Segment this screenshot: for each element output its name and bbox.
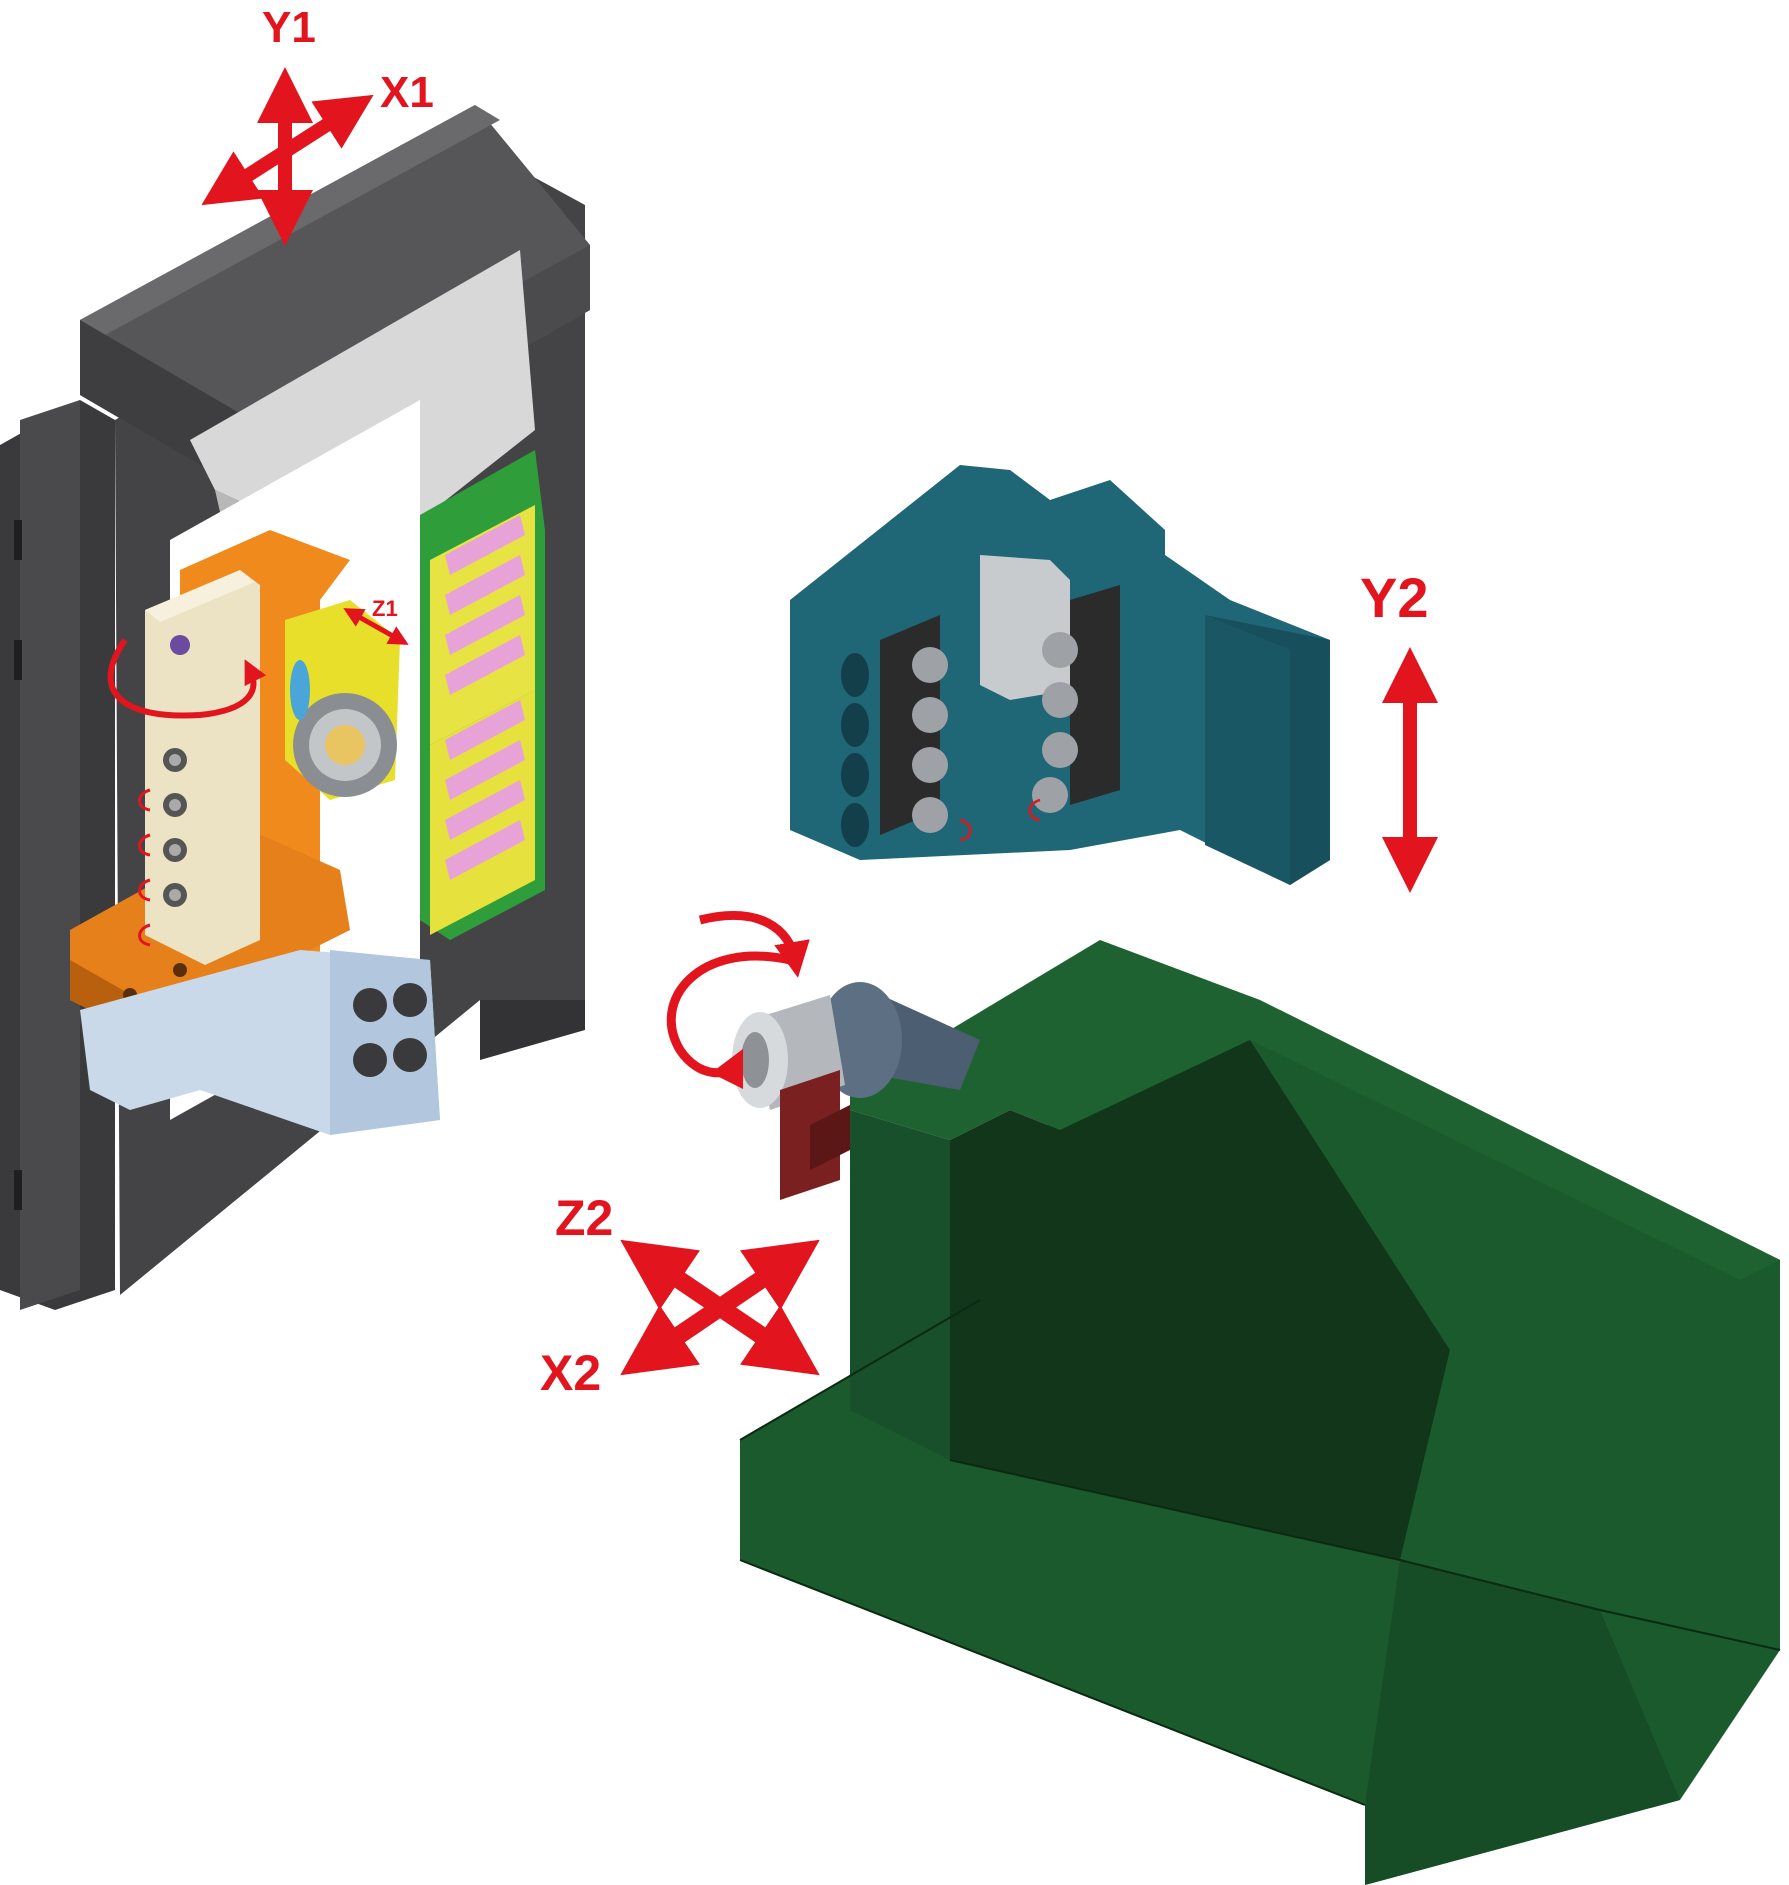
rotation-arrows — [107, 638, 1041, 1090]
axis-arrows — [201, 67, 1438, 1376]
spindle-nose — [732, 982, 980, 1200]
green-spindle-headstock — [739, 940, 1781, 1885]
teal-turret-block — [790, 465, 1330, 885]
light-blue-base — [80, 950, 440, 1135]
x2-arrow — [620, 1239, 820, 1376]
x1-label: X1 — [380, 68, 434, 117]
green-tool-rail — [420, 450, 545, 940]
y2-label: Y2 — [1360, 566, 1429, 629]
tool-block-rotation-arrow — [107, 638, 267, 719]
yellow-spindle-unit — [285, 600, 400, 800]
x2-label: X2 — [540, 1345, 601, 1401]
z2-label: Z2 — [555, 1190, 613, 1246]
z1-arrow — [343, 608, 409, 645]
cream-tool-block — [145, 570, 260, 965]
spindle-rotation-arrow — [666, 951, 791, 1090]
z1-label: Z1 — [372, 596, 398, 621]
x1-arrow — [201, 94, 374, 206]
y1-label: Y1 — [262, 3, 316, 52]
